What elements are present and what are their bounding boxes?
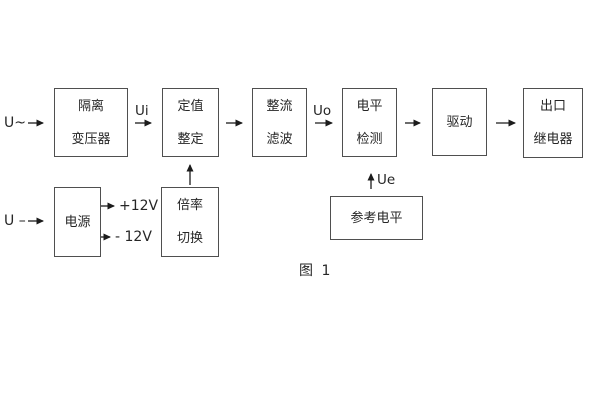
block-label-line: 继电器 xyxy=(533,132,573,147)
label-dc-input: U – xyxy=(4,213,26,229)
label-ac-input: U~ xyxy=(4,115,26,131)
block-reference-level: 参考电平 xyxy=(330,196,423,240)
block-label-line: 出口 xyxy=(539,99,566,114)
block-label-line: 隔离 xyxy=(77,98,104,114)
block-label-line: 滤波 xyxy=(266,131,293,147)
block-power-supply: 电源 xyxy=(54,187,101,257)
block-label-line: 整流 xyxy=(266,98,293,114)
block-level-detect: 电平 检测 xyxy=(342,88,397,157)
block-label-line: 电源 xyxy=(64,214,91,230)
block-label-line: 驱动 xyxy=(446,114,473,130)
block-label-line: 电平 xyxy=(356,98,383,114)
block-drive: 驱动 xyxy=(432,88,487,156)
label-plus-12v: +12V xyxy=(119,198,159,214)
block-isolation-transformer: 隔离 变压器 xyxy=(54,88,128,157)
block-setting-adjust: 定值 整定 xyxy=(162,88,219,157)
block-label-line: 变压器 xyxy=(71,131,111,147)
block-output-relay: 出口 继电器 xyxy=(523,88,583,158)
figure-caption: 图 1 xyxy=(299,263,333,279)
block-label-line: 检测 xyxy=(356,131,383,147)
block-label-line: 定值 xyxy=(177,98,204,114)
block-label-line: 切换 xyxy=(176,231,203,246)
block-rectifier-filter: 整流 滤波 xyxy=(252,88,307,157)
block-ratio-switch: 倍率 切换 xyxy=(161,187,219,257)
block-label-line: 倍率 xyxy=(176,198,203,213)
label-ui: Ui xyxy=(135,103,149,119)
label-minus-12v: - 12V xyxy=(115,229,152,245)
block-label-line: 参考电平 xyxy=(350,210,403,226)
label-uo: Uo xyxy=(313,103,332,119)
label-ue: Ue xyxy=(377,172,396,188)
block-label-line: 整定 xyxy=(177,131,204,147)
